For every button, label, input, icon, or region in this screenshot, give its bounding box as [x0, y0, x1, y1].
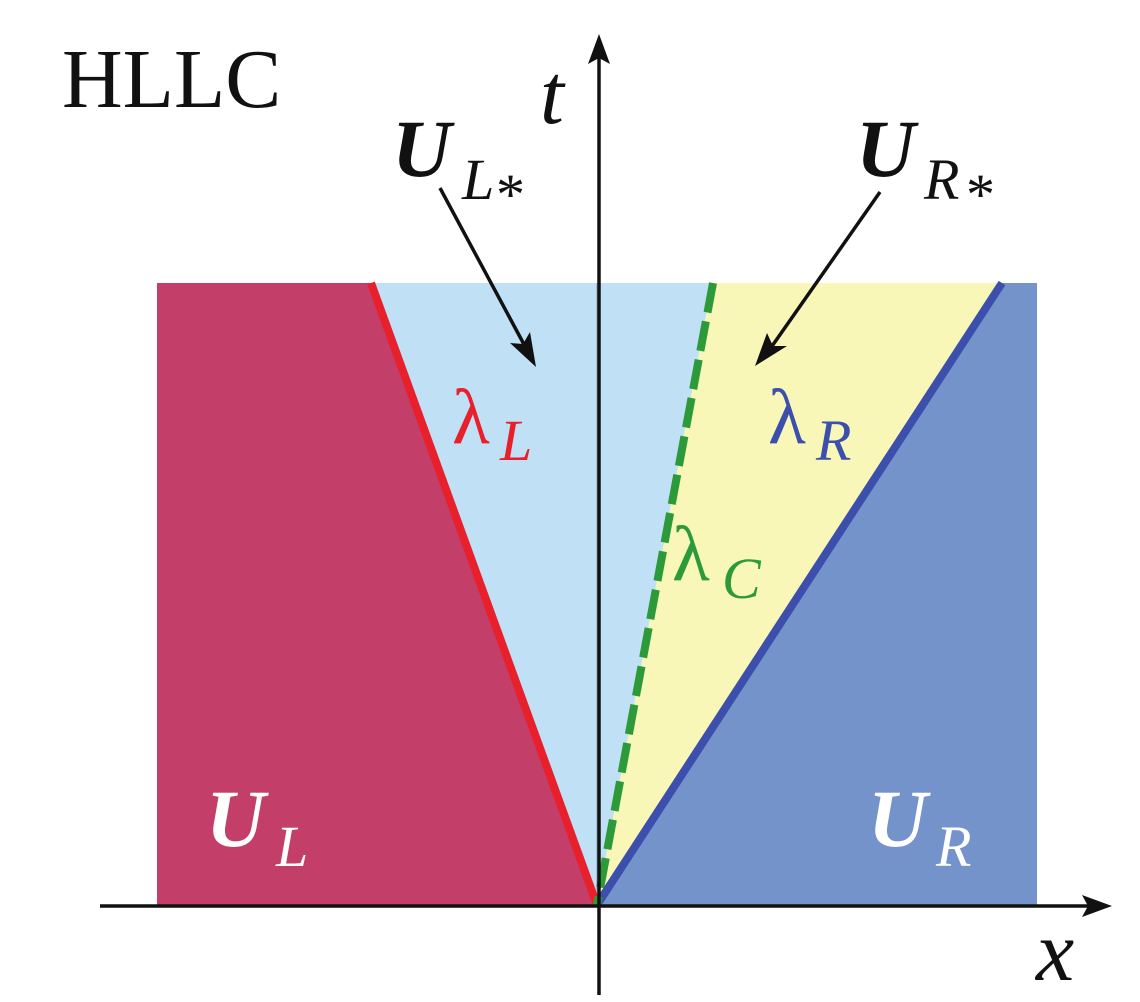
contact-wave-label: λ C	[672, 510, 762, 611]
svg-text:U: U	[856, 103, 919, 194]
right-state-label: U R	[868, 773, 971, 879]
svg-text:λ: λ	[452, 373, 490, 460]
left-state-label: U L	[206, 773, 308, 879]
x-axis-label: x	[1034, 903, 1074, 999]
svg-text:*: *	[966, 162, 995, 227]
svg-text:U: U	[206, 773, 269, 864]
svg-text:R: R	[815, 408, 851, 473]
svg-text:λ: λ	[672, 510, 710, 597]
svg-text:U: U	[392, 103, 455, 194]
left-star-region	[373, 283, 712, 905]
right-wave-line	[593, 280, 1006, 908]
left-state-region	[157, 283, 597, 905]
diagram-title: HLLC	[62, 33, 281, 126]
svg-text:λ: λ	[768, 373, 806, 460]
left-wave-label: λ L	[452, 373, 532, 473]
contact-wave-line	[593, 282, 717, 906]
svg-text:L: L	[275, 814, 308, 879]
svg-text:R: R	[935, 814, 971, 879]
svg-text:*: *	[496, 162, 525, 227]
svg-text:C: C	[722, 546, 762, 611]
t-axis-arrowhead	[588, 34, 610, 64]
svg-text:U: U	[868, 773, 931, 864]
t-axis-label: t	[540, 46, 566, 142]
right-star-state-label: U R *	[856, 103, 995, 227]
right-star-pointer-arrow	[768, 190, 882, 351]
left-star-state-label: U L *	[392, 103, 525, 227]
svg-text:L: L	[499, 408, 532, 473]
x-axis-arrowhead	[1082, 895, 1112, 917]
left-star-pointer-arrow	[438, 187, 529, 351]
right-star-pointer-arrowhead	[755, 333, 787, 366]
svg-text:L: L	[461, 147, 494, 212]
right-state-region	[597, 283, 1037, 905]
svg-text:R: R	[923, 147, 959, 212]
left-star-pointer-arrowhead	[510, 332, 536, 367]
left-wave-line	[367, 281, 601, 907]
right-wave-label: λ R	[768, 373, 851, 473]
